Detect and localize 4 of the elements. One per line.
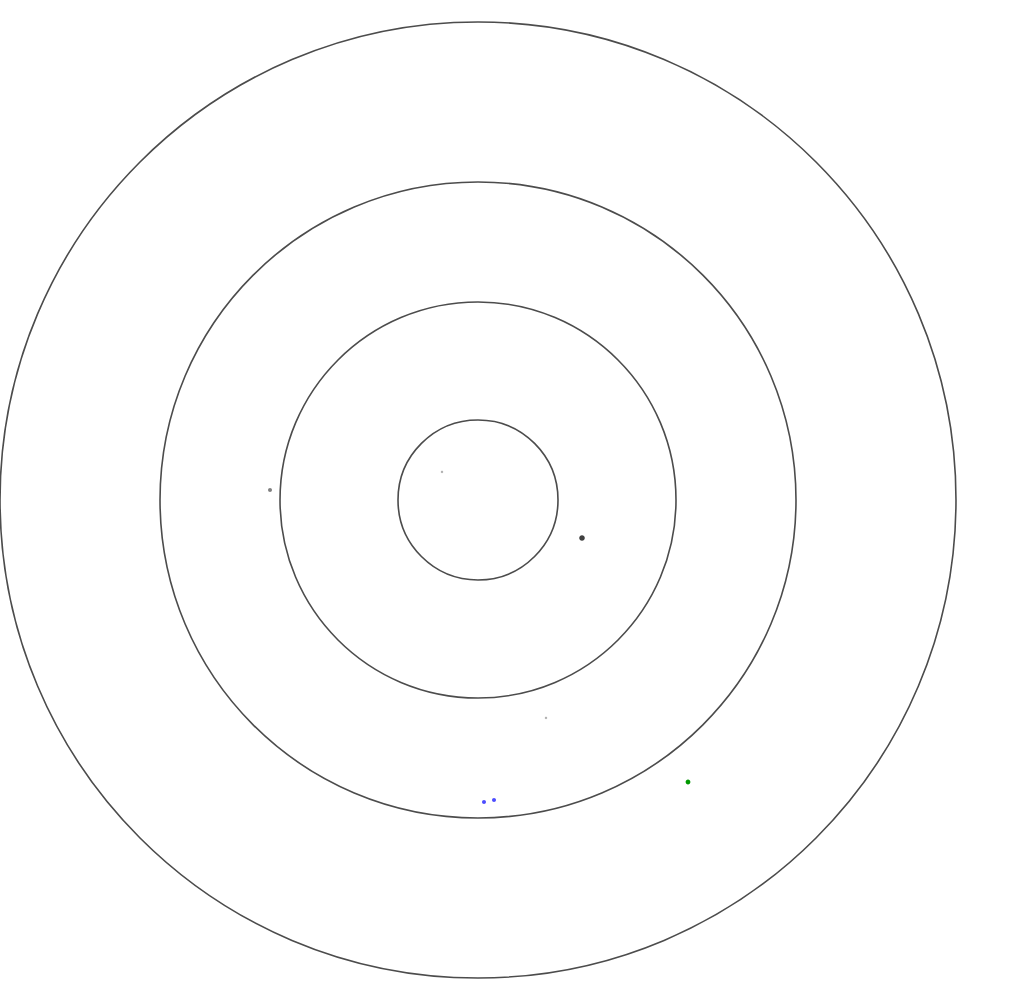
ring bbox=[397, 419, 559, 581]
ring bbox=[159, 181, 797, 819]
ring bbox=[0, 21, 957, 979]
ring bbox=[279, 301, 677, 699]
